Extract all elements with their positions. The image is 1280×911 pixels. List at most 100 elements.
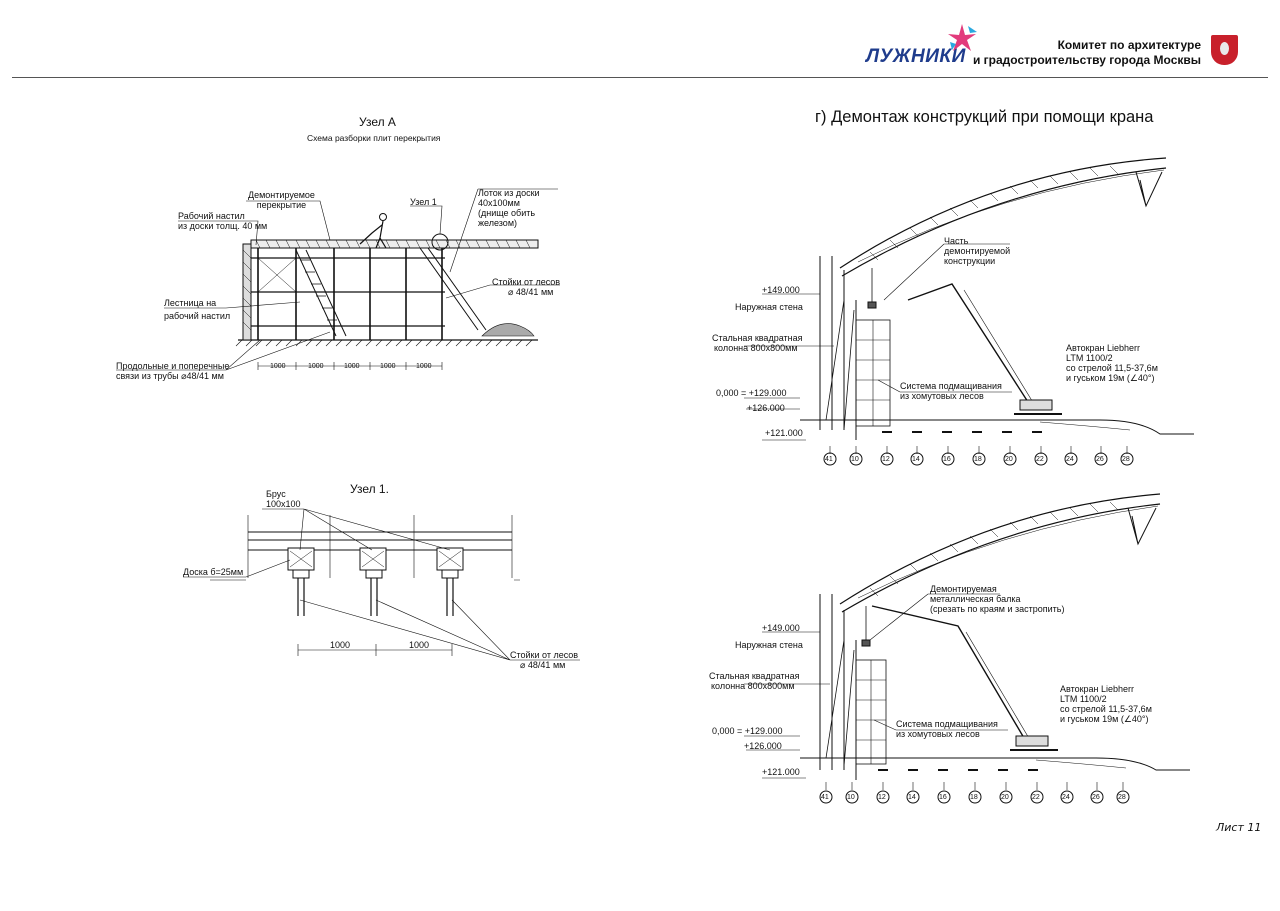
label-board: Доска б=25мм — [183, 567, 244, 577]
dim-a-1: 1000 — [270, 363, 286, 370]
label-beam-2: 100х100 — [266, 499, 301, 509]
axis-bot-24: 24 — [1062, 794, 1070, 801]
axis-bot-10: 10 — [847, 794, 855, 801]
axis-bot-28: 28 — [1118, 794, 1126, 801]
node-a-title: Узел А — [359, 115, 396, 129]
g-top-crane-3: со стрелой 11,5-37,6м — [1066, 363, 1158, 373]
section-g-title: г) Демонтаж конструкций при помощи крана — [815, 108, 1154, 126]
axis-top-16: 16 — [943, 456, 951, 463]
label-chute-1: Лоток из доски — [478, 188, 540, 198]
axis-top-20: 20 — [1005, 456, 1013, 463]
g-top-scaff-2: из хомутовых лесов — [900, 391, 984, 401]
g-top-elev-121: +121.000 — [765, 428, 803, 438]
g-bot-column-1: Стальная квадратная — [709, 671, 800, 681]
g-bot-scaff: Система подмащивания из хомутовых лесов — [896, 719, 998, 739]
axis-bot-14: 14 — [908, 794, 916, 801]
g-top-part-3: конструкции — [944, 256, 996, 266]
g-top-part: Часть демонтируемой конструкции — [944, 236, 1010, 266]
g-bot-elev-0: 0,000 = +129.000 — [712, 726, 783, 736]
axis-top-24: 24 — [1066, 456, 1074, 463]
axis-top-14: 14 — [912, 456, 920, 463]
g-bot-scaff-2: из хомутовых лесов — [896, 729, 980, 739]
label-posts-a-2: ⌀ 48/41 мм — [508, 287, 554, 297]
g-top-scaff: Система подмащивания из хомутовых лесов — [900, 381, 1002, 401]
g-top-elev-149: +149.000 — [762, 285, 800, 295]
label-ties-1: Продольные и поперечные — [116, 361, 230, 371]
label-chute-4: железом) — [478, 218, 518, 228]
node-a-drawing — [116, 188, 560, 371]
moscow-coat-of-arms-icon — [1211, 35, 1238, 65]
g-top-elev-0: 0,000 = +129.000 — [716, 388, 787, 398]
g-top-crane: Автокран Liebherr LTM 1100/2 со стрелой … — [1066, 343, 1158, 383]
axis-bot-26: 26 — [1092, 794, 1100, 801]
crane-bottom-drawing — [744, 493, 1190, 804]
axis-bot-16: 16 — [939, 794, 947, 801]
label-posts-1-1: Стойки от лесов — [510, 650, 579, 660]
g-top-part-2: демонтируемой — [944, 246, 1011, 256]
label-demount-1: Демонтируемое — [248, 190, 315, 200]
label-chute-2: 40х100мм — [478, 198, 520, 208]
label-node1: Узел 1 — [410, 197, 437, 207]
label-demount-2: перекрытие — [256, 200, 307, 210]
dim-a-5: 1000 — [416, 363, 432, 370]
g-bot-outer-wall: Наружная стена — [735, 640, 803, 650]
label-posts-1: Стойки от лесов ⌀ 48/41 мм — [510, 650, 578, 670]
label-ladder-2: рабочий настил — [164, 311, 231, 321]
g-top-outer-wall: Наружная стена — [735, 302, 803, 312]
logo-text: ЛУЖНИКИ — [866, 46, 966, 67]
g-bot-crane-4: и гуськом 19м (∠40°) — [1060, 714, 1149, 724]
axis-top-26: 26 — [1096, 456, 1104, 463]
node-a-subtitle: Схема разборки плит перекрытия — [307, 133, 441, 143]
g-top-crane-2: LTM 1100/2 — [1066, 353, 1113, 363]
node-1-drawing — [183, 508, 580, 661]
dim-a-2: 1000 — [308, 363, 324, 370]
org-line-2: и градостроительству города Москвы — [972, 53, 1201, 67]
label-posts-1-2: ⌀ 48/41 мм — [520, 660, 566, 670]
g-bot-crane-2: LTM 1100/2 — [1060, 694, 1107, 704]
g-top-part-1: Часть — [944, 236, 969, 246]
g-bot-crane-1: Автокран Liebherr — [1060, 684, 1135, 694]
g-bot-column-2: колонна 800х800мм — [711, 681, 795, 691]
label-posts-a-1: Стойки от лесов — [492, 277, 561, 287]
label-beam-1: Брус — [266, 489, 286, 499]
g-bot-beam-1: Демонтируемая — [930, 584, 997, 594]
label-ties-2: связи из трубы ⌀48/41 мм — [116, 371, 224, 381]
logo: ЛУЖНИКИ — [866, 46, 966, 68]
g-top-scaff-1: Система подмащивания — [900, 381, 1002, 391]
axis-top-12: 12 — [882, 456, 890, 463]
axis-bot-18: 18 — [970, 794, 978, 801]
g-bot-elev-121: +121.000 — [762, 767, 800, 777]
g-bot-crane-3: со стрелой 11,5-37,6м — [1060, 704, 1152, 714]
g-bot-beam-2: металлическая балка — [930, 594, 1021, 604]
org-line-1: Комитет по архитектуре — [1057, 38, 1201, 52]
dim-a-4: 1000 — [380, 363, 396, 370]
label-chute: Лоток из доски 40х100мм (днище обить жел… — [478, 188, 540, 228]
axis-bot-12: 12 — [878, 794, 886, 801]
g-bot-elev-149: +149.000 — [762, 623, 800, 633]
g-bot-crane: Автокран Liebherr LTM 1100/2 со стрелой … — [1060, 684, 1152, 724]
axis-bot-20: 20 — [1001, 794, 1009, 801]
node-1-title: Узел 1. — [350, 482, 389, 496]
g-top-crane-4: и гуськом 19м (∠40°) — [1066, 373, 1155, 383]
g-top-column: Стальная квадратная колонна 800х800мм — [712, 333, 802, 353]
label-ties: Продольные и поперечные связи из трубы ⌀… — [116, 361, 229, 381]
g-bot-column: Стальная квадратная колонна 800х800мм — [709, 671, 799, 691]
dim-1-2: 1000 — [409, 640, 430, 650]
axis-top-41: 41 — [825, 456, 833, 463]
dim-a-3: 1000 — [344, 363, 360, 370]
g-top-crane-1: Автокран Liebherr — [1066, 343, 1141, 353]
axis-bot-41: 41 — [821, 794, 829, 801]
sheet-number: Лист 11 — [1216, 821, 1262, 834]
g-top-column-2: колонна 800х800мм — [714, 343, 798, 353]
g-bot-scaff-1: Система подмащивания — [896, 719, 998, 729]
org-name: Комитет по архитектуре и градостроительс… — [973, 38, 1201, 68]
g-bot-elev-126: +126.000 — [744, 741, 782, 751]
label-deck-1: Рабочий настил — [178, 211, 245, 221]
dim-1-1: 1000 — [330, 640, 351, 650]
g-top-elev-126: +126.000 — [747, 403, 785, 413]
label-deck: Рабочий настил из доски толщ. 40 мм — [178, 211, 267, 231]
label-ladder-1: Лестница на — [164, 298, 217, 308]
label-ladder: Лестница на рабочий настил — [164, 298, 230, 321]
axis-bot-22: 22 — [1032, 794, 1040, 801]
